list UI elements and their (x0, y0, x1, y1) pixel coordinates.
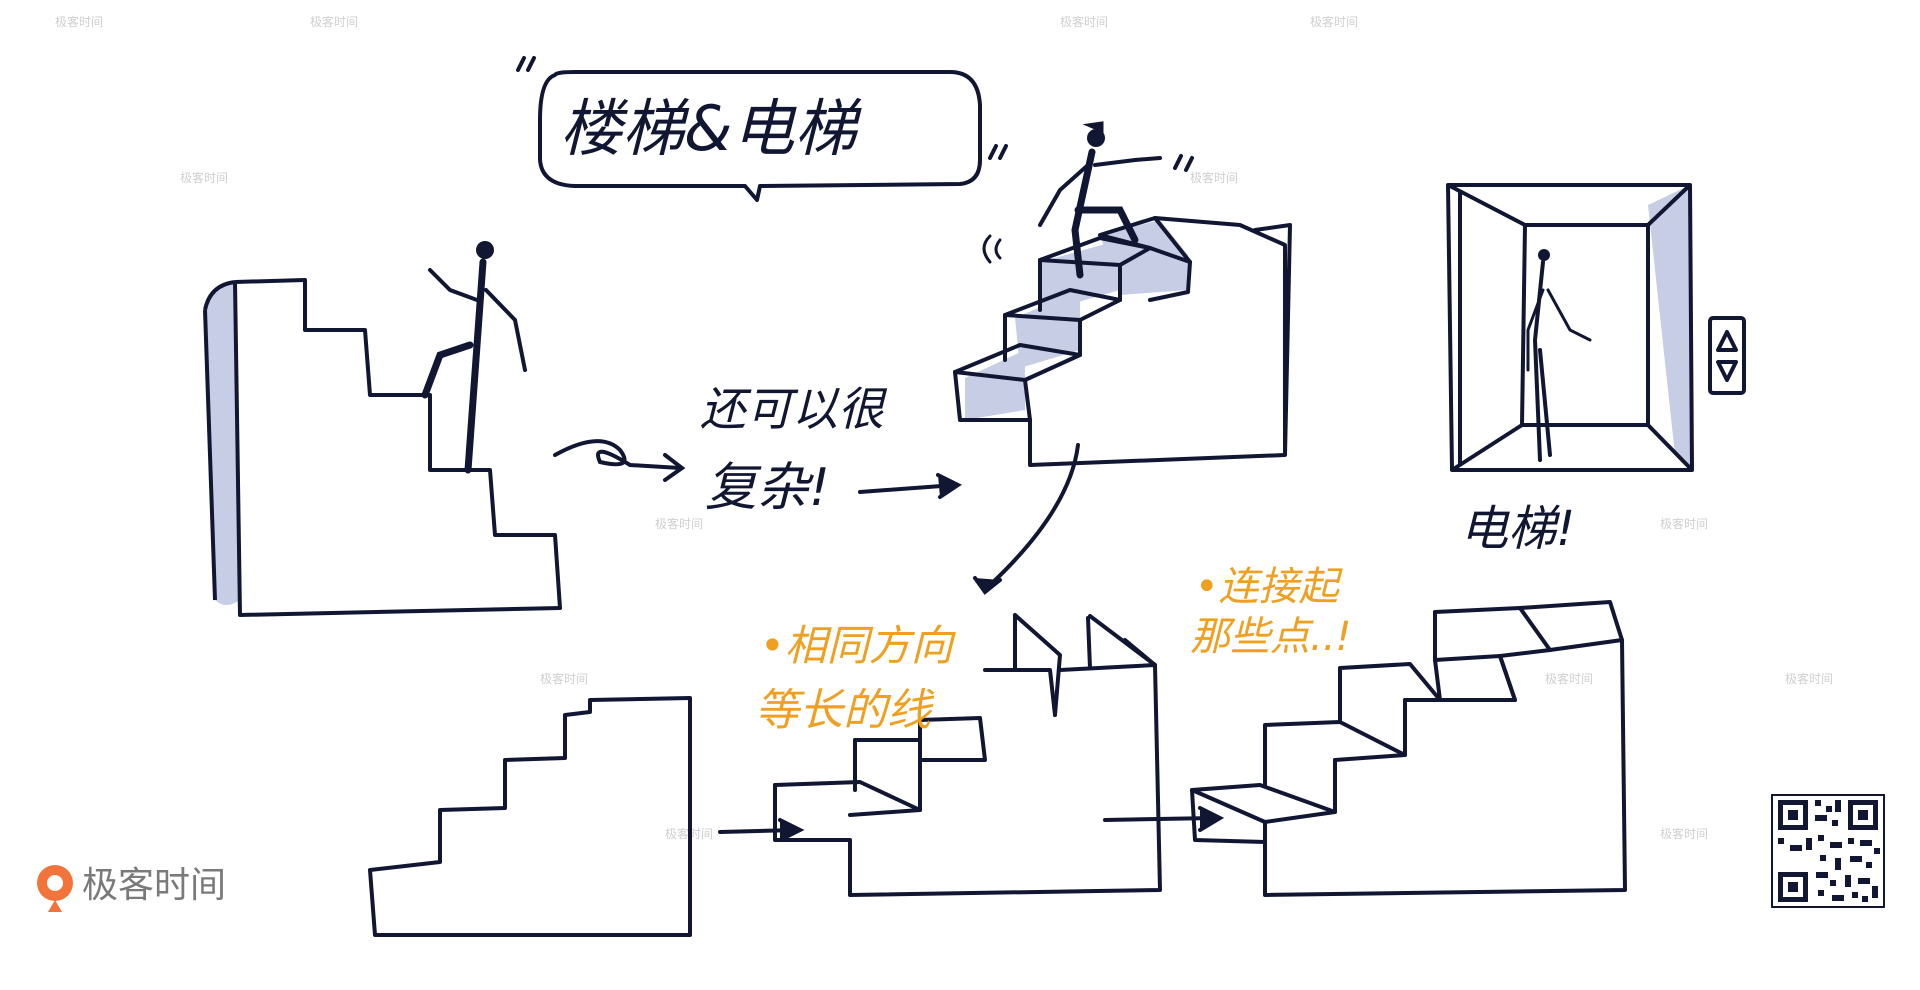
watermark-9: 极客时间 (540, 671, 588, 686)
note-orange-line1: •相同方向 (760, 621, 957, 670)
brand-name: 极客时间 (82, 865, 226, 906)
arrow-4 (718, 818, 805, 842)
watermark-2: 极客时间 (310, 14, 358, 29)
watermark-8: 极客时间 (1660, 516, 1708, 531)
watermarks: 极客时间 极客时间 极客时间 极客时间 极客时间 极客时间 极客时间 极客时间 … (55, 14, 1833, 841)
watermark-7: 极客时间 (655, 516, 703, 531)
person-climbing (421, 241, 527, 474)
watermark-11: 极客时间 (1785, 671, 1833, 686)
arrow-2 (858, 473, 962, 499)
staircase-partial-3d (773, 613, 1162, 897)
arrow-5 (1103, 806, 1225, 832)
watermark-1: 极客时间 (55, 14, 103, 29)
note-elevator: 电梯! (1460, 501, 1575, 557)
note-orange2-line2: 那些点..! (1190, 614, 1351, 660)
watermark-13: 极客时间 (1660, 826, 1708, 841)
note-middle-line1: 还可以很 (700, 382, 888, 436)
arrow-1 (553, 439, 686, 482)
watermark-10: 极客时间 (1545, 671, 1593, 686)
qr-code (1771, 794, 1885, 908)
note-middle-line2: 复杂! (705, 458, 830, 518)
watermark-6: 极客时间 (1190, 170, 1238, 185)
watermark-3: 极客时间 (1060, 14, 1108, 29)
staircase-simple (203, 278, 562, 617)
staircase-complete (1190, 600, 1627, 897)
title-bubble (516, 56, 1194, 202)
watermark-5: 极客时间 (180, 170, 228, 185)
note-orange-line2: 等长的线 (755, 685, 935, 736)
elevator-call-button (1708, 316, 1746, 395)
person-on-stairs (982, 121, 1162, 279)
staircase-3d (953, 216, 1292, 467)
brand-logo: 极客时间 (37, 865, 226, 912)
elevator (1446, 183, 1746, 472)
watermark-4: 极客时间 (1310, 14, 1358, 29)
staircase-flat (368, 696, 692, 937)
note-orange2-line1: •连接起 (1195, 564, 1344, 610)
arrow-3 (973, 443, 1080, 595)
title-text: 楼梯&电梯 (560, 92, 862, 165)
